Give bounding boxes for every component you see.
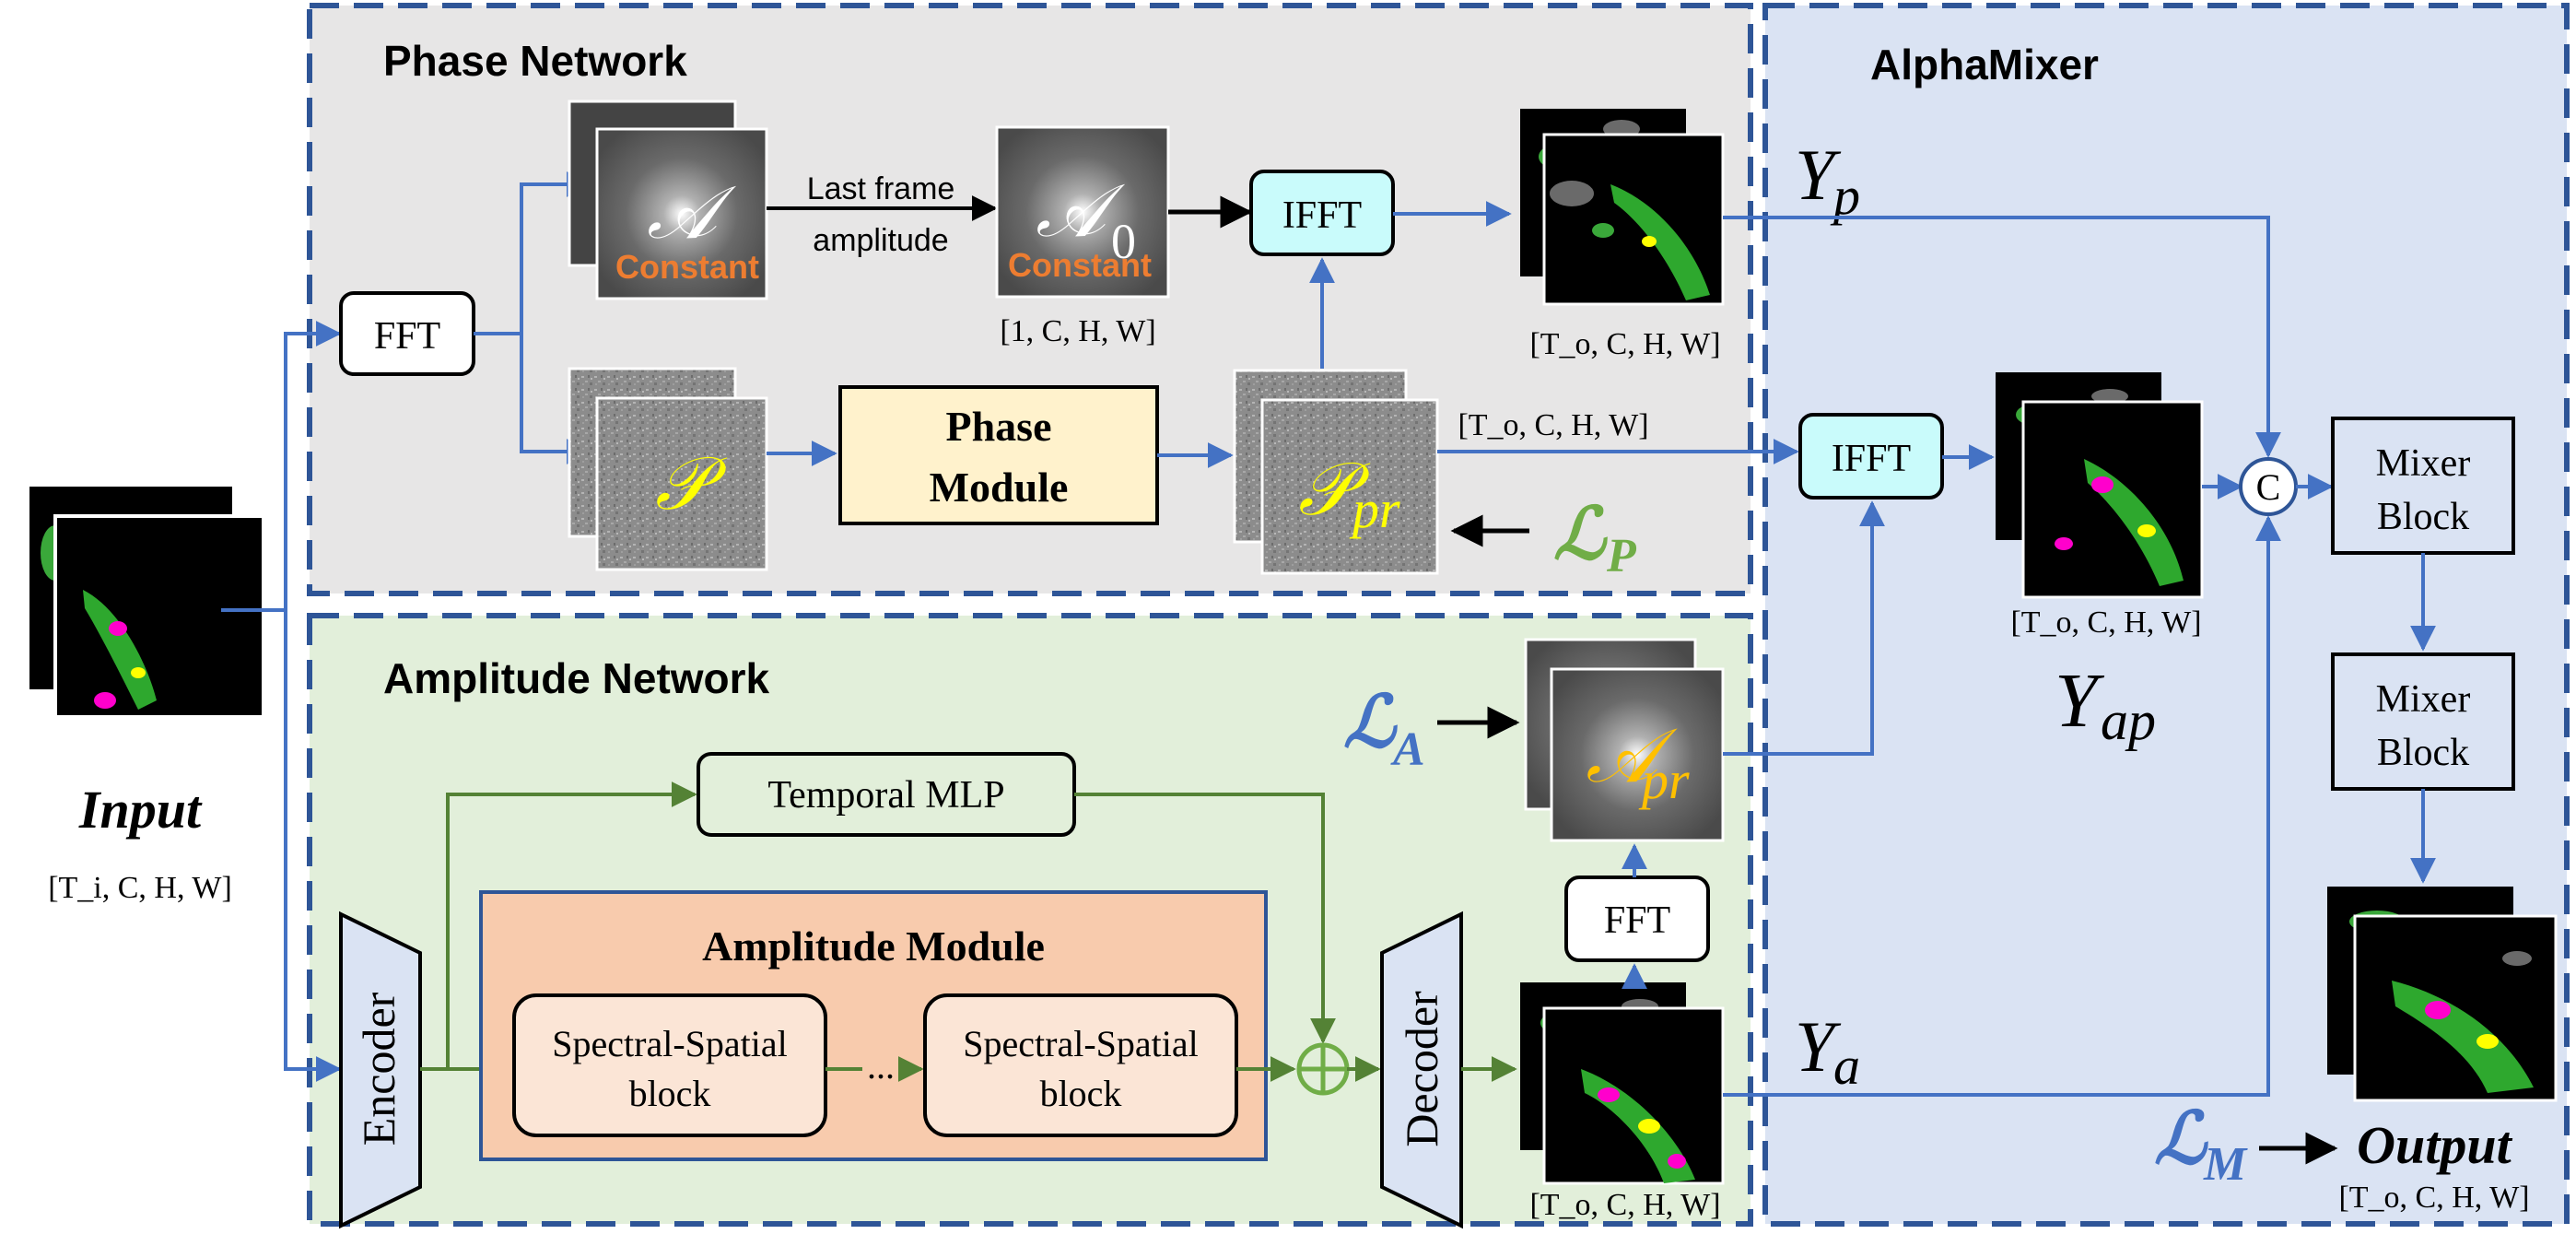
phase-ifft-label: IFFT [1282, 194, 1362, 237]
output-frames [2327, 887, 2558, 1102]
ya-symbol: Y [1795, 1006, 1842, 1087]
spectral-spatial-block-2 [923, 993, 1238, 1137]
loss-m-sub: M [2203, 1138, 2248, 1191]
encoder-label: Encoder [353, 992, 404, 1146]
yp-symbol: Y [1795, 135, 1842, 215]
phase-module-line1: Phase [946, 403, 1052, 450]
phase-pr-stack [1233, 369, 1439, 575]
mixer-ifft-label: IFFT [1832, 438, 1911, 480]
alphamixer-title: AlphaMixer [1870, 41, 2099, 88]
loss-p-sub: P [1606, 530, 1637, 582]
phase-network-title: Phase Network [383, 37, 687, 85]
yp-to-concat-arrow [1723, 216, 2281, 458]
yap-frames [1996, 372, 2204, 599]
yap-subscript: ap [2101, 690, 2156, 751]
phase-module-line2: Module [930, 464, 1069, 511]
yp-shape: [T_o, C, H, W] [1529, 327, 1720, 361]
concat-label: C [2256, 466, 2281, 508]
input-shape: [T_i, C, H, W] [48, 871, 232, 905]
amplitude-zero-sub: 0 [1111, 214, 1136, 269]
input-to-fft-arrow [221, 321, 342, 612]
loss-m-symbol: ℒ [2154, 1099, 2208, 1179]
yap-symbol: Y [2055, 658, 2105, 744]
input-to-encoder-arrow [284, 610, 342, 1082]
adder-node [1296, 1042, 1350, 1096]
encoder-to-mlp-arrow [420, 782, 697, 1071]
phase-module-box [838, 385, 1159, 525]
loss-a-symbol: ℒ [1343, 682, 1398, 762]
decoder-block [1380, 911, 1463, 1229]
mixer-block-2 [2331, 652, 2515, 791]
apr-to-mixer-ifft-arrow [1723, 500, 1885, 756]
phase-pr-shape: [T_o, C, H, W] [1458, 408, 1648, 442]
amplitude-zero-shape: [1, C, H, W] [1000, 314, 1155, 348]
temporal-mlp-label: Temporal MLP [767, 774, 1004, 817]
amplitude-pr-sub: pr [1638, 750, 1690, 810]
mlp-to-adder-arrow [1074, 793, 1336, 1044]
encoder-block [339, 911, 422, 1229]
input-label: Input [78, 780, 203, 840]
loss-a-sub: A [1390, 723, 1425, 776]
fft-to-amplitude-arrow [474, 171, 592, 335]
amplitude-pr-stack [1524, 638, 1725, 842]
fft-to-phase-arrow [520, 334, 592, 464]
amplitude-fft-label: FFT [1604, 899, 1670, 942]
mixer-block-2-line2: Block [2377, 732, 2469, 774]
mixer-block-1 [2331, 417, 2515, 555]
decoder-label: Decoder [1396, 991, 1447, 1147]
ya-frames [1520, 982, 1725, 1185]
ya-shape: [T_o, C, H, W] [1529, 1188, 1720, 1222]
amplitude-module-title: Amplitude Module [702, 923, 1045, 970]
block1-line2: block [629, 1073, 711, 1114]
phase-pr-sub: pr [1349, 479, 1400, 539]
blocks-ellipsis: ... [867, 1045, 895, 1087]
amplitude-network-title: Amplitude Network [383, 654, 770, 702]
constant-label: Constant [615, 248, 759, 286]
block1-line1: Spectral-Spatial [552, 1023, 787, 1064]
block2-line2: block [1040, 1073, 1122, 1114]
mixer-block-2-line1: Mixer [2376, 678, 2471, 721]
phase-spectrum-stack [568, 367, 768, 571]
yp-frames [1520, 109, 1725, 306]
mixer-block-1-line1: Mixer [2376, 442, 2471, 485]
input-rain-cell [83, 590, 157, 710]
ya-subscript: a [1833, 1036, 1860, 1096]
yap-shape: [T_o, C, H, W] [2010, 605, 2201, 640]
input-frames [29, 487, 265, 719]
constant-label-2: Constant [1008, 246, 1152, 284]
phase-fft-label: FFT [374, 315, 440, 358]
spectral-spatial-block-1 [512, 993, 827, 1137]
block2-line1: Spectral-Spatial [963, 1023, 1198, 1064]
last-frame-label-line1: Last frame [807, 171, 955, 206]
amplitude-fft-box [1564, 876, 1710, 962]
last-frame-label-line2: amplitude [813, 223, 948, 258]
output-shape: [T_o, C, H, W] [2338, 1181, 2529, 1215]
loss-p-symbol: ℒ [1553, 494, 1608, 574]
ya-to-concat-arrow [1723, 515, 2281, 1097]
mixer-block-1-line2: Block [2377, 496, 2469, 538]
amplitude-spectrum-stack [568, 100, 768, 300]
output-label: Output [2357, 1115, 2513, 1175]
